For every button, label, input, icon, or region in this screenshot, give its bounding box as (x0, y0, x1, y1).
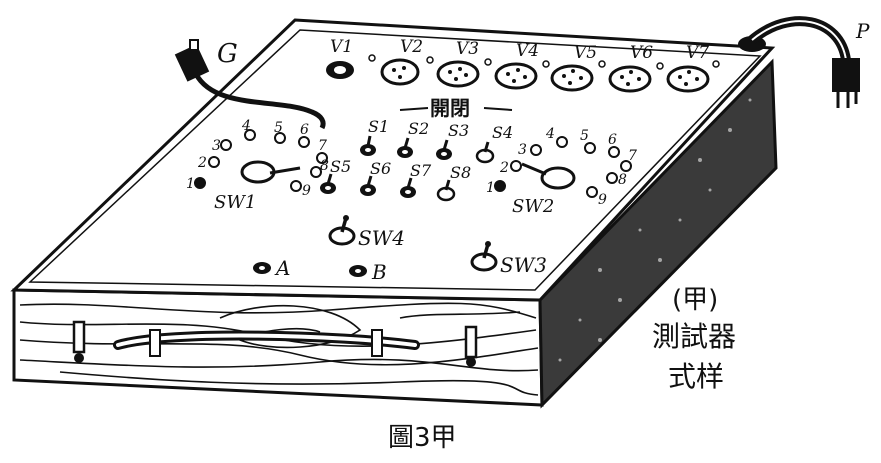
switch-s4 (475, 141, 495, 164)
switch-label-s3: S3 (448, 121, 469, 140)
sw2-pos-1: 1 (486, 180, 495, 196)
terminal-a-label: A (274, 256, 290, 280)
sw2-pos-8: 8 (618, 172, 627, 188)
toggle-sw3 (470, 241, 498, 272)
rotary-sw2-contacts (494, 136, 632, 198)
rotary-sw1-position-labels: 1 2 3 4 5 6 7 8 9 (186, 118, 329, 199)
rotary-sw1-label: SW1 (214, 192, 256, 213)
side-caption-line2: 測試器 (652, 320, 736, 353)
sw2-pos-9: 9 (598, 192, 607, 208)
valve-label-v1: V1 (330, 37, 353, 57)
sw1-pos-6: 6 (300, 122, 309, 138)
valve-socket-v7 (666, 65, 710, 93)
right-face-speckle (558, 98, 752, 362)
switch-s1 (360, 135, 376, 156)
switch-s6 (360, 175, 376, 196)
switch-s3 (436, 139, 452, 160)
toggle-sw4 (328, 215, 356, 246)
switch-label-s6: S6 (370, 159, 391, 178)
terminal-b-label: B (371, 260, 387, 284)
sw2-pos-5: 5 (580, 128, 589, 144)
switch-s8 (436, 179, 456, 202)
valve-label-v3: V3 (456, 39, 479, 59)
sw1-pos-2: 2 (197, 155, 207, 171)
terminal-a (253, 262, 271, 274)
switch-label-s7: S7 (410, 161, 432, 180)
valve-label-v6: V6 (630, 43, 653, 63)
rotary-sw2 (494, 136, 632, 198)
switch-label-s5: S5 (330, 157, 351, 176)
valve-sockets (326, 54, 720, 93)
terminal-b (349, 265, 367, 277)
sw1-pos-4: 4 (241, 118, 251, 134)
valve-socket-v2 (380, 58, 420, 86)
valve-socket-v5 (550, 64, 594, 92)
sw1-pos-5: 5 (274, 120, 283, 136)
sw2-pos-4: 4 (545, 126, 555, 142)
sw1-pos-7: 7 (318, 138, 327, 154)
valve-labels: V1 V2 V3 V4 V5 V6 V7 (330, 37, 709, 63)
sw2-pos-3: 3 (518, 142, 527, 158)
switch-label-s2: S2 (408, 119, 429, 138)
valve-label-v5: V5 (574, 43, 597, 63)
box-top-face (10, 18, 776, 302)
sw1-pos-8: 8 (320, 158, 329, 174)
latch-left (72, 320, 86, 363)
toggle-switches (320, 135, 495, 202)
rotary-sw1-contacts (194, 129, 328, 192)
switch-label-s8: S8 (450, 163, 471, 182)
plug-g-label: G (217, 39, 238, 69)
valve-socket-v1 (326, 61, 354, 79)
switch-label-s4: S4 (492, 123, 513, 142)
sw2-pos-6: 6 (608, 132, 617, 148)
switch-s2 (397, 137, 413, 158)
side-caption-line3: 式样 (668, 360, 724, 393)
valve-socket-v4 (494, 62, 538, 90)
toggle-sw4-label: SW4 (358, 226, 405, 250)
valve-label-v4: V4 (516, 41, 539, 61)
sw2-pos-2: 2 (499, 160, 509, 176)
switch-labels: S1 S2 S3 S4 S5 S6 S7 S8 (330, 117, 513, 182)
rotary-sw1-arm (269, 166, 301, 175)
rotary-sw2-position-labels: 1 2 3 4 5 6 7 8 9 (486, 126, 637, 208)
sw1-pos-9: 9 (302, 183, 311, 199)
rotary-sw1-knob (240, 160, 276, 184)
panel-title: 開閉 (430, 96, 470, 120)
rotary-sw2-knob (540, 166, 576, 190)
rotary-sw2-label: SW2 (512, 196, 554, 217)
latch-right (464, 325, 478, 367)
cord-p (738, 16, 860, 108)
rotary-sw1 (194, 129, 328, 192)
toggle-sw3-label: SW3 (500, 253, 547, 277)
valve-label-v2: V2 (400, 37, 423, 57)
plug-p-label: P (855, 19, 870, 43)
tester-box (10, 18, 778, 409)
carry-handle (113, 329, 420, 357)
valve-socket-v3 (436, 60, 480, 88)
switch-label-s1: S1 (368, 117, 389, 136)
switch-s7 (400, 177, 416, 198)
figure-caption: 圖3甲 (388, 423, 457, 453)
sw1-pos-3: 3 (212, 138, 221, 154)
switch-s5 (320, 173, 336, 194)
valve-socket-v6 (608, 65, 652, 93)
sw1-pos-1: 1 (186, 176, 195, 192)
box-right-face (538, 58, 778, 409)
cord-g (174, 39, 326, 130)
sw2-pos-7: 7 (628, 148, 637, 164)
rotary-sw2-arm (521, 162, 547, 176)
top-panel-inner-border (28, 29, 762, 291)
valve-label-v7: V7 (686, 43, 709, 63)
side-caption-line1: (甲) (672, 285, 718, 315)
